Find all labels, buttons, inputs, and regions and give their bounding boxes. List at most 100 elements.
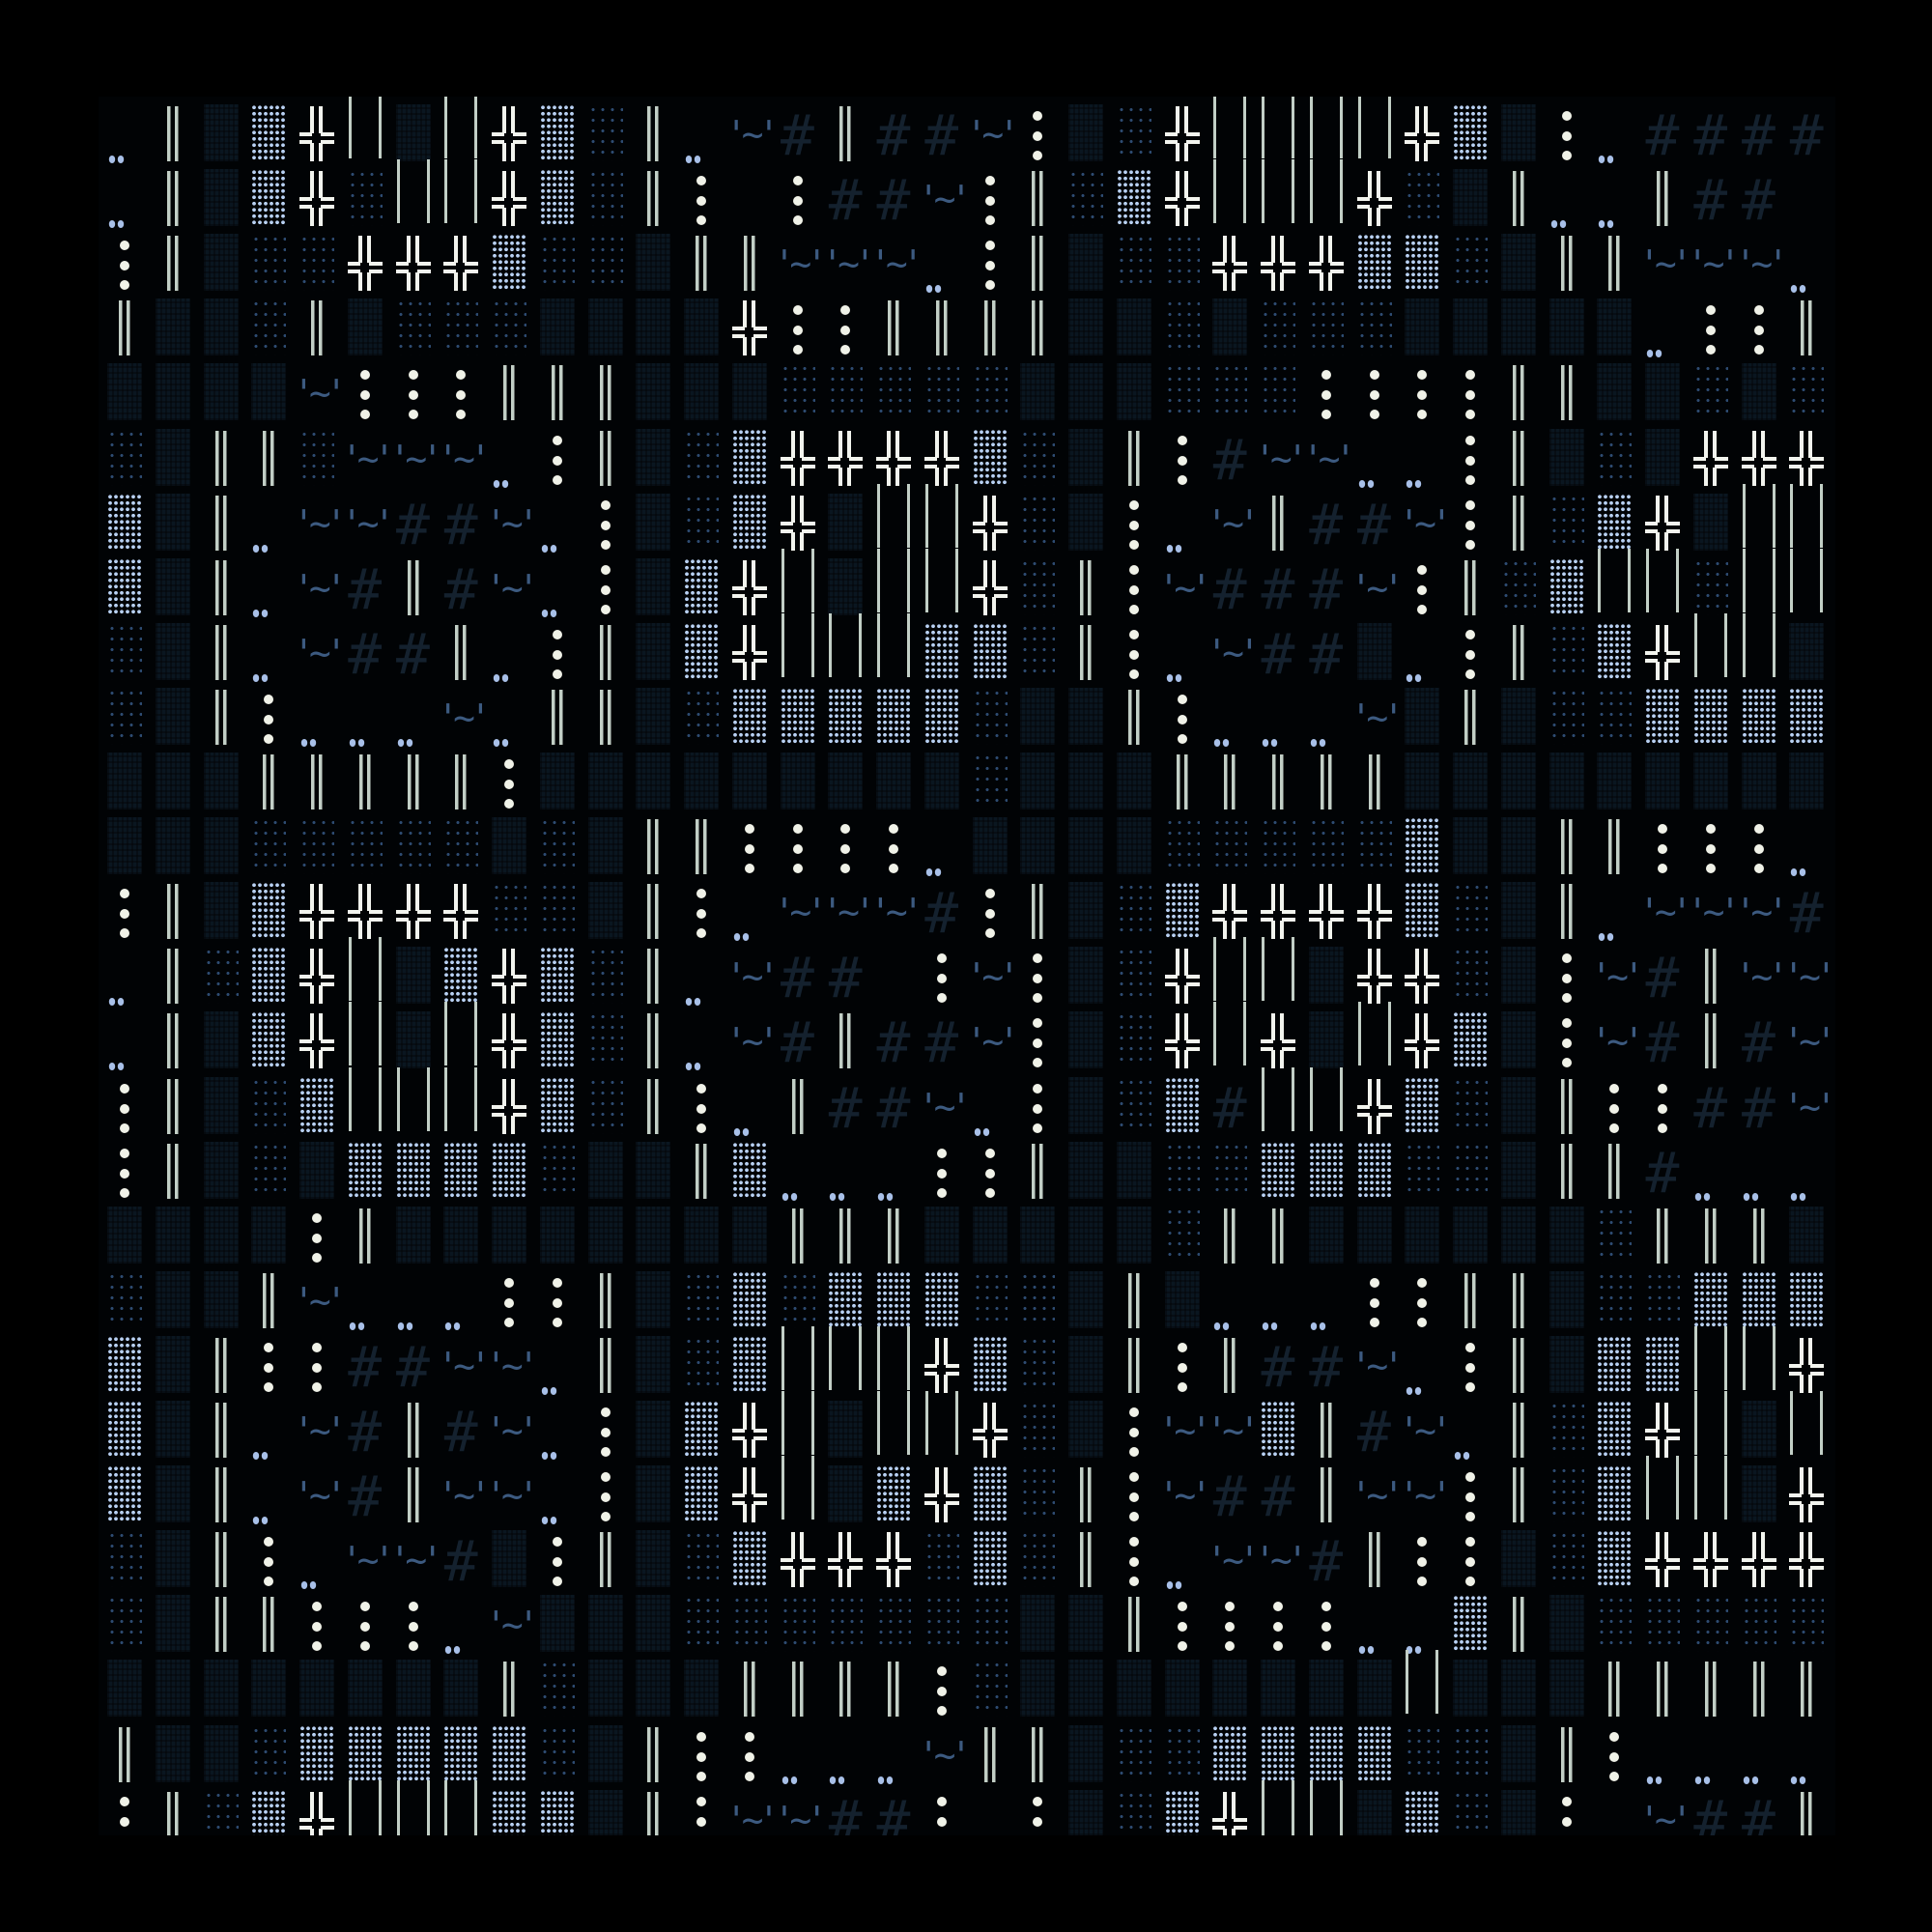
hash-icon: # bbox=[1742, 1787, 1776, 1835]
vertical-ellipsis-icon bbox=[293, 1207, 341, 1271]
tall-bars-icon bbox=[869, 1391, 918, 1465]
two-dots-icon bbox=[1782, 234, 1831, 298]
dark-block-icon bbox=[341, 1660, 389, 1724]
dark-block-icon bbox=[197, 882, 245, 947]
sparse-dots-icon bbox=[389, 298, 438, 363]
double-bar-icon bbox=[244, 429, 293, 494]
dense-dots-icon bbox=[100, 557, 149, 623]
sparse-dots-icon bbox=[1687, 557, 1735, 623]
two-dots-icon bbox=[1638, 1725, 1687, 1790]
two-dots-icon bbox=[918, 817, 966, 882]
vertical-ellipsis-icon bbox=[1398, 558, 1446, 623]
dark-block-icon bbox=[197, 1076, 245, 1142]
sparse-dots-icon bbox=[582, 1011, 630, 1076]
sparse-dots-icon bbox=[1158, 363, 1207, 428]
double-cross-icon bbox=[1302, 234, 1350, 298]
sparse-dots-icon bbox=[1638, 1270, 1687, 1336]
vertical-ellipsis-icon bbox=[1206, 1595, 1254, 1660]
sparse-dots-icon bbox=[1590, 1270, 1638, 1336]
dark-block-icon bbox=[197, 1270, 245, 1336]
tilde-icon: '~' bbox=[1782, 1085, 1835, 1128]
vertical-ellipsis-icon bbox=[1446, 1530, 1494, 1595]
dark-block-icon bbox=[149, 1660, 197, 1724]
double-cross-icon bbox=[918, 1336, 966, 1401]
dark-block-icon bbox=[1446, 298, 1494, 363]
tall-bars-icon bbox=[1687, 612, 1735, 688]
tilde-icon: '~' bbox=[1398, 501, 1453, 545]
sparse-dots-icon bbox=[1350, 298, 1399, 363]
tilde-icon: '~' bbox=[773, 891, 829, 934]
dark-block-icon bbox=[1638, 753, 1687, 817]
sparse-dots-icon bbox=[244, 234, 293, 298]
two-dots-icon bbox=[389, 1271, 438, 1336]
dark-block-icon bbox=[1494, 298, 1543, 363]
double-cross-icon bbox=[485, 1077, 533, 1142]
hash-icon: # bbox=[1212, 426, 1247, 493]
dark-block-icon bbox=[629, 622, 677, 688]
dense-dots-icon bbox=[1446, 1595, 1494, 1660]
sparse-dots-icon bbox=[1254, 363, 1302, 428]
dark-block-icon bbox=[197, 104, 245, 169]
dense-dots-icon bbox=[1590, 1530, 1638, 1595]
hash-icon: # bbox=[1212, 555, 1247, 622]
sparse-dots-icon bbox=[293, 428, 341, 494]
dark-block-icon bbox=[100, 817, 149, 882]
dark-block-icon bbox=[1446, 169, 1494, 234]
sparse-dots-icon bbox=[533, 234, 582, 298]
dark-block-icon bbox=[677, 1206, 725, 1271]
hash-icon: # bbox=[443, 1528, 478, 1595]
sparse-dots-icon bbox=[869, 363, 918, 428]
dense-dots-icon bbox=[821, 687, 869, 753]
dense-dots-icon bbox=[1302, 1141, 1350, 1207]
double-cross-icon bbox=[774, 494, 822, 558]
two-dots-icon bbox=[1398, 429, 1446, 494]
vertical-ellipsis-icon bbox=[389, 1595, 438, 1660]
dark-block-icon bbox=[100, 363, 149, 428]
vertical-ellipsis-icon bbox=[774, 169, 822, 234]
dense-dots-icon bbox=[100, 1335, 149, 1401]
dense-dots-icon bbox=[725, 1335, 774, 1401]
double-cross-icon bbox=[293, 882, 341, 947]
dark-block-icon bbox=[1398, 753, 1446, 817]
sparse-dots-icon bbox=[1013, 622, 1062, 688]
tall-bars-icon bbox=[1398, 1650, 1446, 1724]
two-dots-icon bbox=[533, 558, 582, 623]
double-cross-icon bbox=[485, 169, 533, 234]
double-bar-icon bbox=[1735, 1660, 1783, 1724]
double-bar-icon bbox=[821, 1207, 869, 1271]
dark-block-icon bbox=[582, 1789, 630, 1835]
tall-bars-icon bbox=[341, 937, 389, 1011]
vertical-ellipsis-icon bbox=[966, 234, 1014, 298]
double-cross-icon bbox=[293, 104, 341, 169]
vertical-ellipsis-icon bbox=[1638, 817, 1687, 882]
two-dots-icon bbox=[1398, 1336, 1446, 1401]
vertical-ellipsis-icon bbox=[533, 1271, 582, 1336]
two-dots-icon bbox=[533, 1465, 582, 1530]
dark-block-icon bbox=[1013, 817, 1062, 882]
tall-bars-icon bbox=[1687, 1325, 1735, 1401]
dark-block-icon bbox=[485, 1206, 533, 1271]
two-dots-icon bbox=[1735, 1725, 1783, 1790]
double-bar-icon bbox=[629, 947, 677, 1011]
dark-block-icon bbox=[821, 1465, 869, 1530]
tilde-icon: '~' bbox=[293, 566, 348, 610]
dense-dots-icon bbox=[1350, 1141, 1399, 1207]
dense-dots-icon bbox=[1350, 234, 1399, 298]
double-bar-icon bbox=[197, 623, 245, 688]
sparse-dots-icon bbox=[869, 1595, 918, 1660]
dark-block-icon bbox=[1062, 753, 1110, 817]
tall-bars-icon bbox=[774, 548, 822, 623]
sparse-dots-icon bbox=[389, 817, 438, 882]
dark-block-icon bbox=[1782, 1206, 1831, 1271]
double-cross-icon bbox=[1350, 169, 1399, 234]
tall-bars-icon bbox=[1302, 97, 1350, 169]
dense-dots-icon bbox=[1254, 1401, 1302, 1465]
vertical-ellipsis-icon bbox=[100, 1077, 149, 1142]
dark-block-icon bbox=[629, 557, 677, 623]
tall-bars-icon bbox=[1590, 548, 1638, 623]
tilde-icon: '~' bbox=[821, 242, 876, 286]
tilde-icon: '~' bbox=[869, 242, 924, 286]
vertical-ellipsis-icon bbox=[677, 882, 725, 947]
dense-dots-icon bbox=[1398, 882, 1446, 947]
dark-block-icon bbox=[629, 363, 677, 428]
